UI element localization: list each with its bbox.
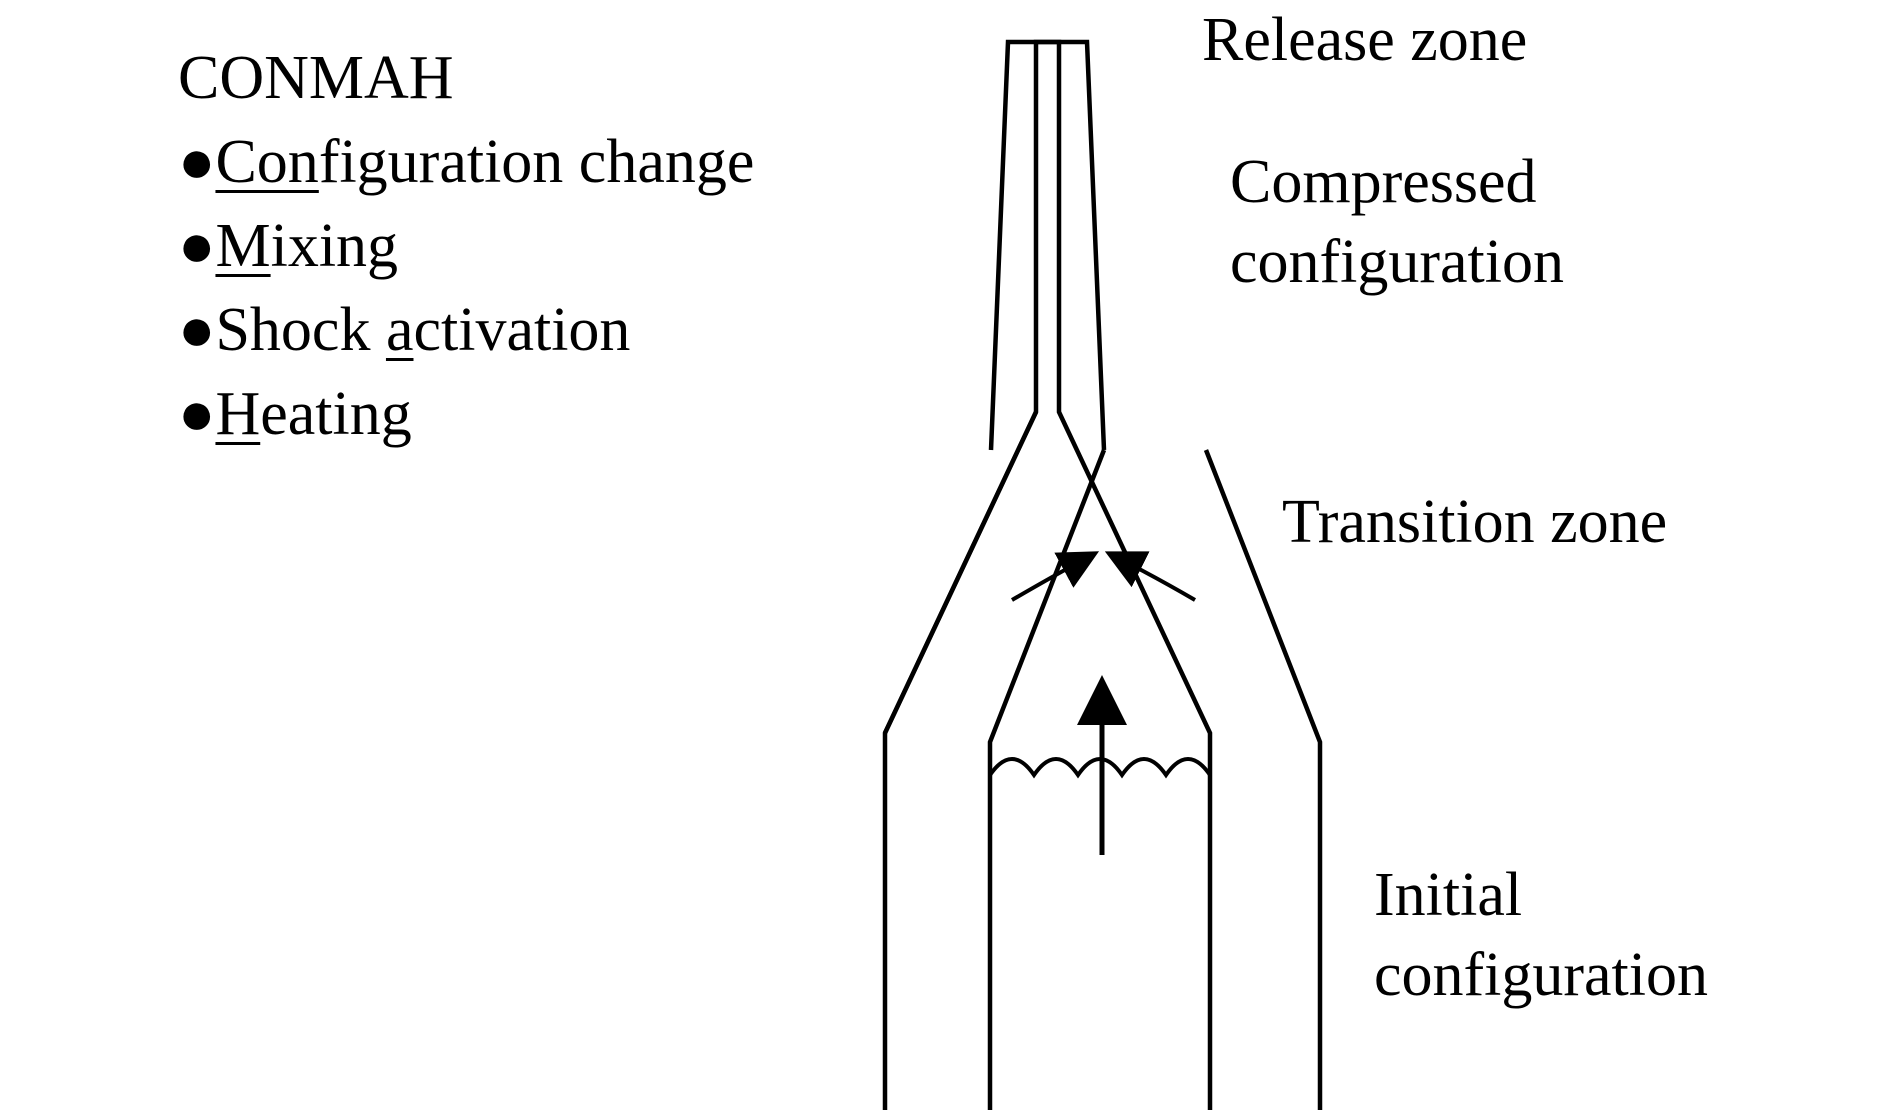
legend-item-underlined: a: [385, 296, 414, 364]
legend-item-configuration-change: ●Configuration change: [178, 120, 754, 204]
initial-configuration-label-line2: configuration: [1374, 941, 1709, 1009]
right-outer-wall: [988, 39, 1213, 1110]
bullet-icon: ●: [178, 296, 216, 364]
legend-item-underlined: M: [215, 212, 271, 280]
left-curved-arrow: [1010, 551, 1100, 602]
left-inner-wall: [987, 449, 1107, 1110]
legend-item-mixing: ●Mixing: [178, 204, 754, 288]
bullet-icon: ●: [178, 128, 216, 196]
left-stem-wall: [882, 411, 1039, 734]
compressed-configuration-label-line2: configuration: [1230, 228, 1565, 296]
legend-item-underlined: H: [215, 380, 261, 448]
legend-item-rest: ixing: [270, 212, 399, 280]
legend-item-shock-activation: ●Shock activation: [178, 288, 754, 372]
right-curved-arrow: [1104, 551, 1197, 602]
legend-item-rest: figuration change: [318, 128, 755, 196]
compressed-configuration-label-line1: Compressed: [1230, 148, 1537, 216]
bullet-icon: ●: [178, 380, 216, 448]
conmah-legend: CONMAH ●Configuration change ●Mixing ●Sh…: [178, 36, 754, 456]
legend-item-rest: ctivation: [413, 296, 631, 364]
legend-item-underlined: Con: [215, 128, 319, 196]
initial-configuration-label-line1: Initial: [1374, 861, 1523, 929]
legend-item-prefix: Shock: [215, 296, 386, 364]
transition-zone-label: Transition zone: [1282, 488, 1668, 556]
right-inner-wall: [1203, 449, 1323, 1110]
legend-item-heating: ●Heating: [178, 372, 754, 456]
legend-item-rest: eating: [260, 380, 412, 448]
bullet-icon: ●: [178, 212, 216, 280]
release-zone-label: Release zone: [1202, 6, 1528, 74]
left-outer-wall: [882, 39, 1107, 1110]
legend-title: CONMAH: [178, 44, 454, 112]
